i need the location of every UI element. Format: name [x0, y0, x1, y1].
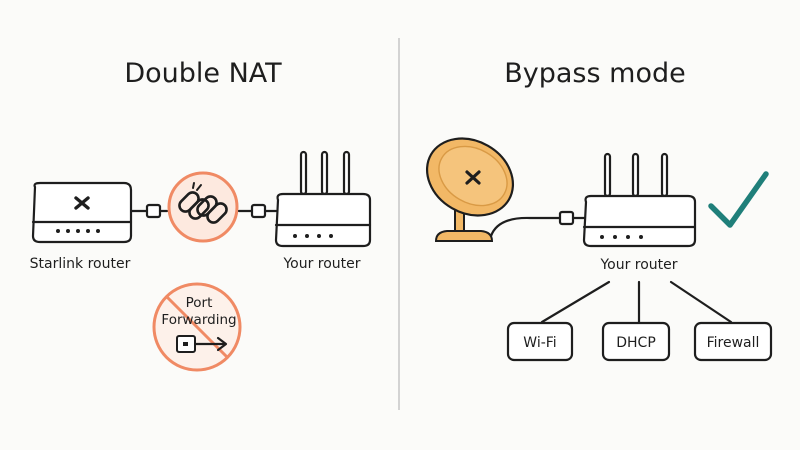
- your-router-left: [274, 150, 372, 248]
- starlink-router-label: Starlink router: [30, 256, 131, 272]
- left-title: Double NAT: [124, 58, 282, 89]
- cable-plug-right: [237, 203, 278, 219]
- starlink-logo-icon: [74, 196, 90, 210]
- port-forwarding-line1: Port: [186, 295, 213, 311]
- feature-box-dhcp: DHCP: [601, 321, 671, 362]
- feature-wifi-label: Wi-Fi: [523, 335, 556, 351]
- starlink-router: [31, 181, 133, 244]
- port-forwarding-line2: Forwarding: [161, 312, 236, 328]
- feature-box-wifi: Wi-Fi: [506, 321, 574, 362]
- feature-connectors: [540, 280, 733, 324]
- feature-firewall-label: Firewall: [707, 335, 760, 351]
- checkmark-icon: [708, 171, 769, 228]
- satellite-dish-icon: [425, 137, 515, 242]
- right-title: Bypass mode: [504, 58, 685, 89]
- your-router-left-label: Your router: [282, 256, 360, 272]
- your-router-right-label: Your router: [599, 257, 677, 273]
- broken-chain-icon: [167, 171, 239, 243]
- feature-dhcp-label: DHCP: [616, 335, 656, 351]
- dish-cable: [489, 210, 586, 238]
- feature-box-firewall: Firewall: [693, 321, 773, 362]
- port-arrow-icon: [176, 335, 228, 353]
- cable-plug-left: [130, 203, 169, 219]
- your-router-right: [582, 152, 697, 248]
